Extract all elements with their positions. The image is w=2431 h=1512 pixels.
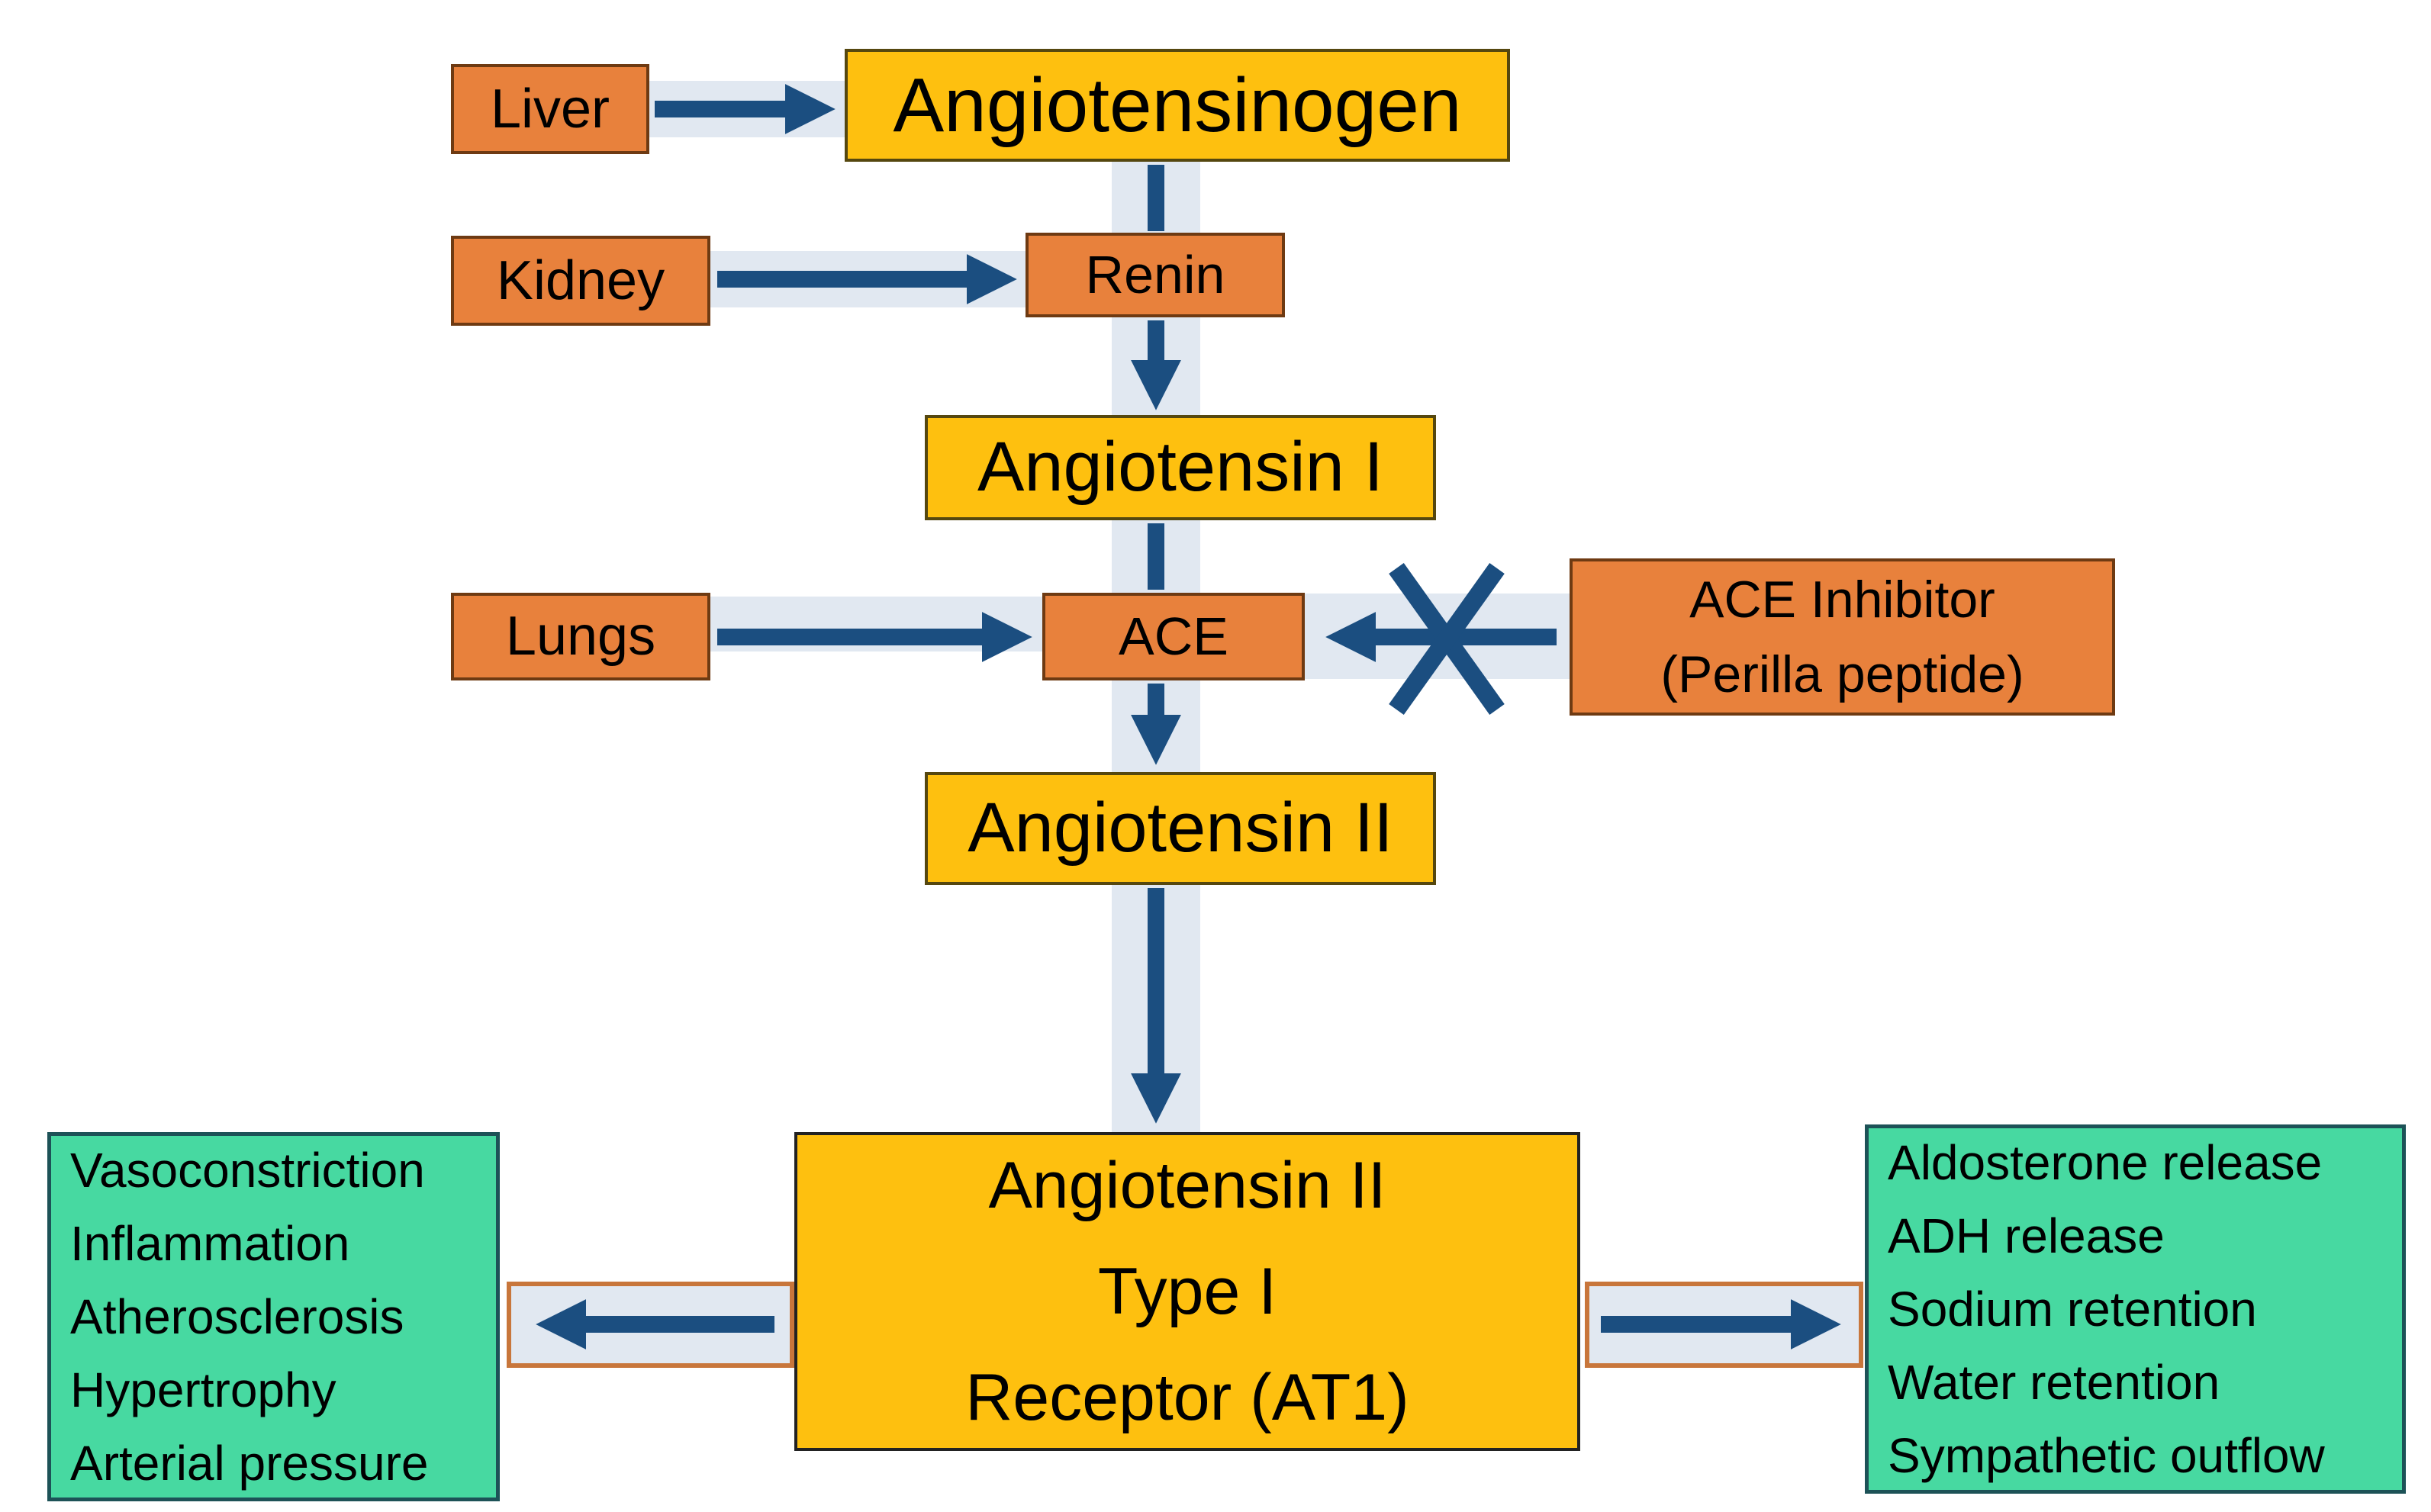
- at1-receptor-line1: Angiotensin II: [988, 1148, 1386, 1222]
- effect-sodium-retention: Sodium retention: [1888, 1282, 2257, 1337]
- effect-adh-release: ADH release: [1888, 1208, 2165, 1263]
- node-angiotensin-2: Angiotensin II: [925, 772, 1436, 885]
- effect-water-retention: Water retention: [1888, 1355, 2220, 1410]
- kidney-label: Kidney: [496, 249, 665, 311]
- effect-aldosterone-release: Aldosterone release: [1888, 1135, 2323, 1190]
- effects-list-left: Vasoconstriction Inflammation Atheroscle…: [47, 1132, 500, 1501]
- at1-receptor-line2: Type I: [1097, 1254, 1277, 1328]
- node-lungs: Lungs: [451, 593, 710, 680]
- node-liver: Liver: [451, 64, 649, 154]
- renin-label: Renin: [1085, 245, 1225, 305]
- lungs-label: Lungs: [505, 606, 656, 668]
- inhibition-x-icon: [1389, 563, 1505, 715]
- ace-label: ACE: [1119, 606, 1228, 667]
- ace-inhibitor-line2: (Perilla peptide): [1660, 645, 2024, 703]
- angiotensinogen-label: Angiotensinogen: [893, 62, 1462, 148]
- effect-atherosclerosis: Atherosclerosis: [70, 1289, 404, 1344]
- node-kidney: Kidney: [451, 236, 710, 326]
- left-output-arrow-frame: [507, 1282, 794, 1368]
- node-at1-receptor: Angiotensin II Type I Receptor (AT1): [794, 1132, 1580, 1451]
- node-renin: Renin: [1026, 233, 1285, 317]
- liver-arrow-band: [649, 81, 848, 137]
- node-ace: ACE: [1042, 593, 1305, 680]
- kidney-arrow-band: [710, 251, 1029, 307]
- angiotensin-2-label: Angiotensin II: [968, 789, 1393, 867]
- node-angiotensinogen: Angiotensinogen: [845, 49, 1510, 162]
- at1-receptor-line3: Receptor (AT1): [965, 1360, 1409, 1434]
- effect-arterial-pressure: Arterial pressure: [70, 1436, 429, 1491]
- effect-hypertrophy: Hypertrophy: [70, 1362, 336, 1417]
- inhibitor-arrow-band: [1302, 594, 1573, 679]
- right-output-arrow-frame: [1585, 1282, 1863, 1368]
- angiotensin-1-label: Angiotensin I: [977, 428, 1383, 507]
- node-ace-inhibitor: ACE Inhibitor (Perilla peptide): [1570, 558, 2115, 716]
- effect-vasoconstriction: Vasoconstriction: [70, 1143, 425, 1198]
- effect-sympathetic-outflow: Sympathetic outflow: [1888, 1428, 2325, 1483]
- ace-inhibitor-line1: ACE Inhibitor: [1689, 571, 1995, 629]
- node-angiotensin-1: Angiotensin I: [925, 415, 1436, 520]
- effects-list-right: Aldosterone release ADH release Sodium r…: [1865, 1124, 2406, 1494]
- effect-inflammation: Inflammation: [70, 1216, 350, 1271]
- liver-label: Liver: [490, 78, 610, 140]
- lungs-arrow-band: [710, 597, 1045, 651]
